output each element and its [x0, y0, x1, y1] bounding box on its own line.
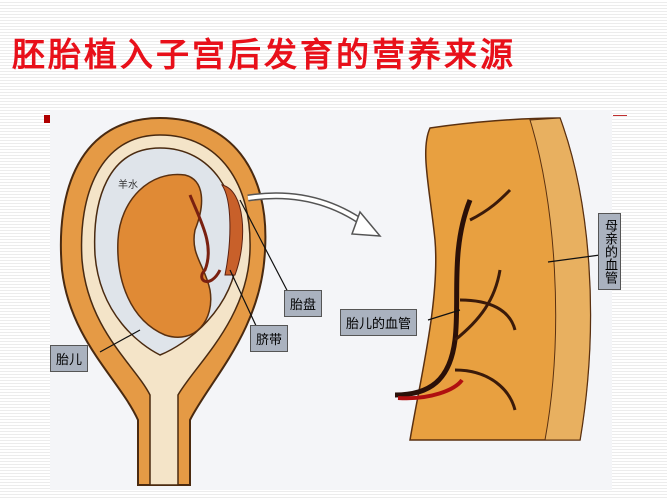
bullet-marker: [44, 115, 50, 123]
decor-line: [613, 115, 627, 116]
label-fetus: 胎儿: [50, 345, 89, 372]
placenta: [220, 184, 244, 276]
label-placenta: 胎盘: [284, 290, 323, 317]
label-umbilical-cord: 脐带: [250, 325, 289, 352]
slide-title: 胚胎植入子宫后发育的营养来源: [12, 35, 516, 74]
arrow-head-icon: [350, 210, 382, 237]
fetus: [117, 173, 222, 338]
pointer-lines: [99, 199, 601, 353]
label-maternal-vessels: 母亲的血管: [598, 213, 621, 290]
label-amniotic-fluid: 羊水: [118, 180, 138, 191]
label-fetal-vessels: 胎儿的血管: [340, 309, 418, 336]
tissue-section: [394, 117, 592, 441]
